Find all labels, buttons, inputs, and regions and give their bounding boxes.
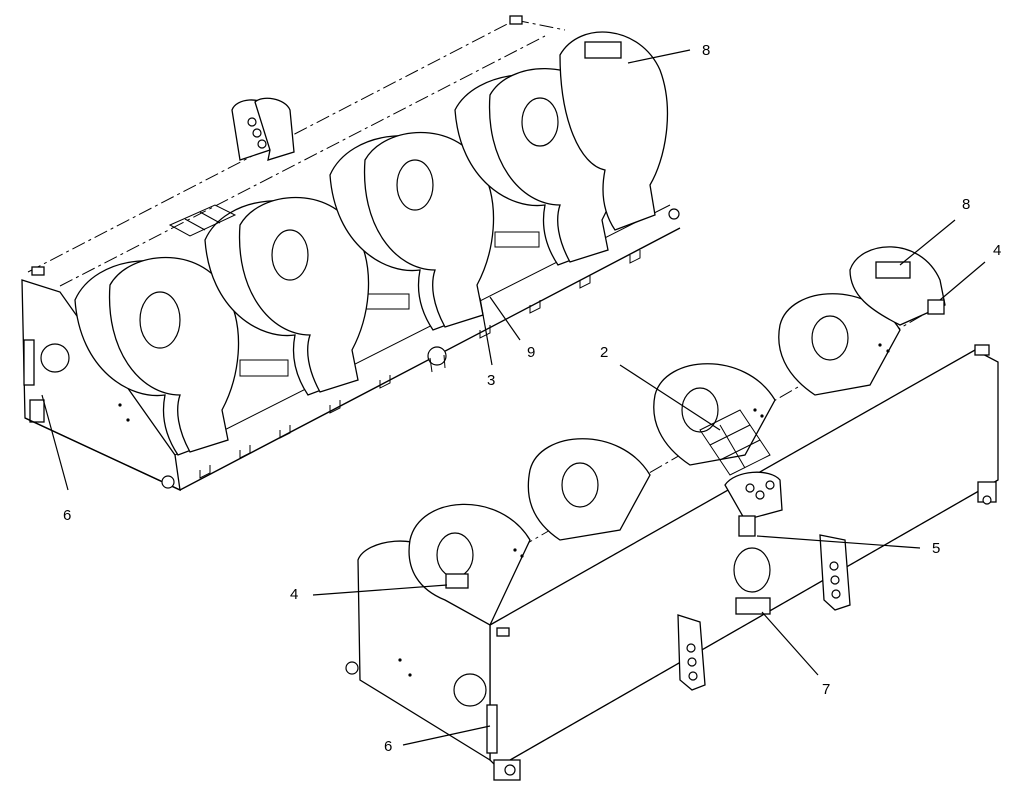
callout-7: 7 bbox=[822, 681, 831, 698]
end-plate bbox=[21, 279, 181, 492]
decal-4-right bbox=[927, 299, 945, 315]
disc-plate-c bbox=[653, 363, 776, 466]
callout-2: 2 bbox=[600, 344, 609, 361]
bolt-holes bbox=[118, 343, 890, 677]
end-plate-slot bbox=[23, 339, 35, 386]
lower-frame-assembly bbox=[345, 246, 999, 781]
decal-7 bbox=[735, 597, 771, 615]
upper-frame-assembly bbox=[21, 15, 681, 492]
callout-6-left: 6 bbox=[63, 507, 72, 524]
callout-8-right: 8 bbox=[962, 196, 971, 213]
decal-4-left bbox=[445, 573, 469, 589]
decal-5 bbox=[738, 515, 756, 537]
corner-boss bbox=[31, 266, 45, 276]
disc-plate-a bbox=[408, 503, 531, 626]
callout-3: 3 bbox=[487, 372, 496, 389]
callout-5: 5 bbox=[932, 540, 941, 557]
name-plate bbox=[875, 261, 911, 279]
label-grid bbox=[168, 204, 237, 237]
disc-plate-d bbox=[778, 293, 901, 396]
callout-6-bottom: 6 bbox=[384, 738, 393, 755]
name-plate bbox=[584, 41, 622, 59]
callout-4-left: 4 bbox=[290, 586, 299, 603]
callout-4-right: 4 bbox=[993, 242, 1002, 259]
disc-plate-5 bbox=[559, 31, 669, 231]
disc-plate-b bbox=[527, 438, 651, 541]
grease-fitting bbox=[427, 346, 447, 366]
callout-8-top: 8 bbox=[702, 42, 711, 59]
disc-plate-e bbox=[849, 246, 946, 326]
disc-plate-1 bbox=[74, 257, 240, 456]
lifting-lug bbox=[231, 97, 295, 161]
disc-plate-3 bbox=[329, 132, 495, 331]
corner-boss bbox=[509, 15, 523, 25]
disc-plate-2 bbox=[204, 197, 370, 396]
leader-lines bbox=[41, 49, 986, 746]
hanging-lug bbox=[819, 534, 851, 611]
callout-9: 9 bbox=[527, 344, 536, 361]
side-opening bbox=[733, 547, 771, 593]
